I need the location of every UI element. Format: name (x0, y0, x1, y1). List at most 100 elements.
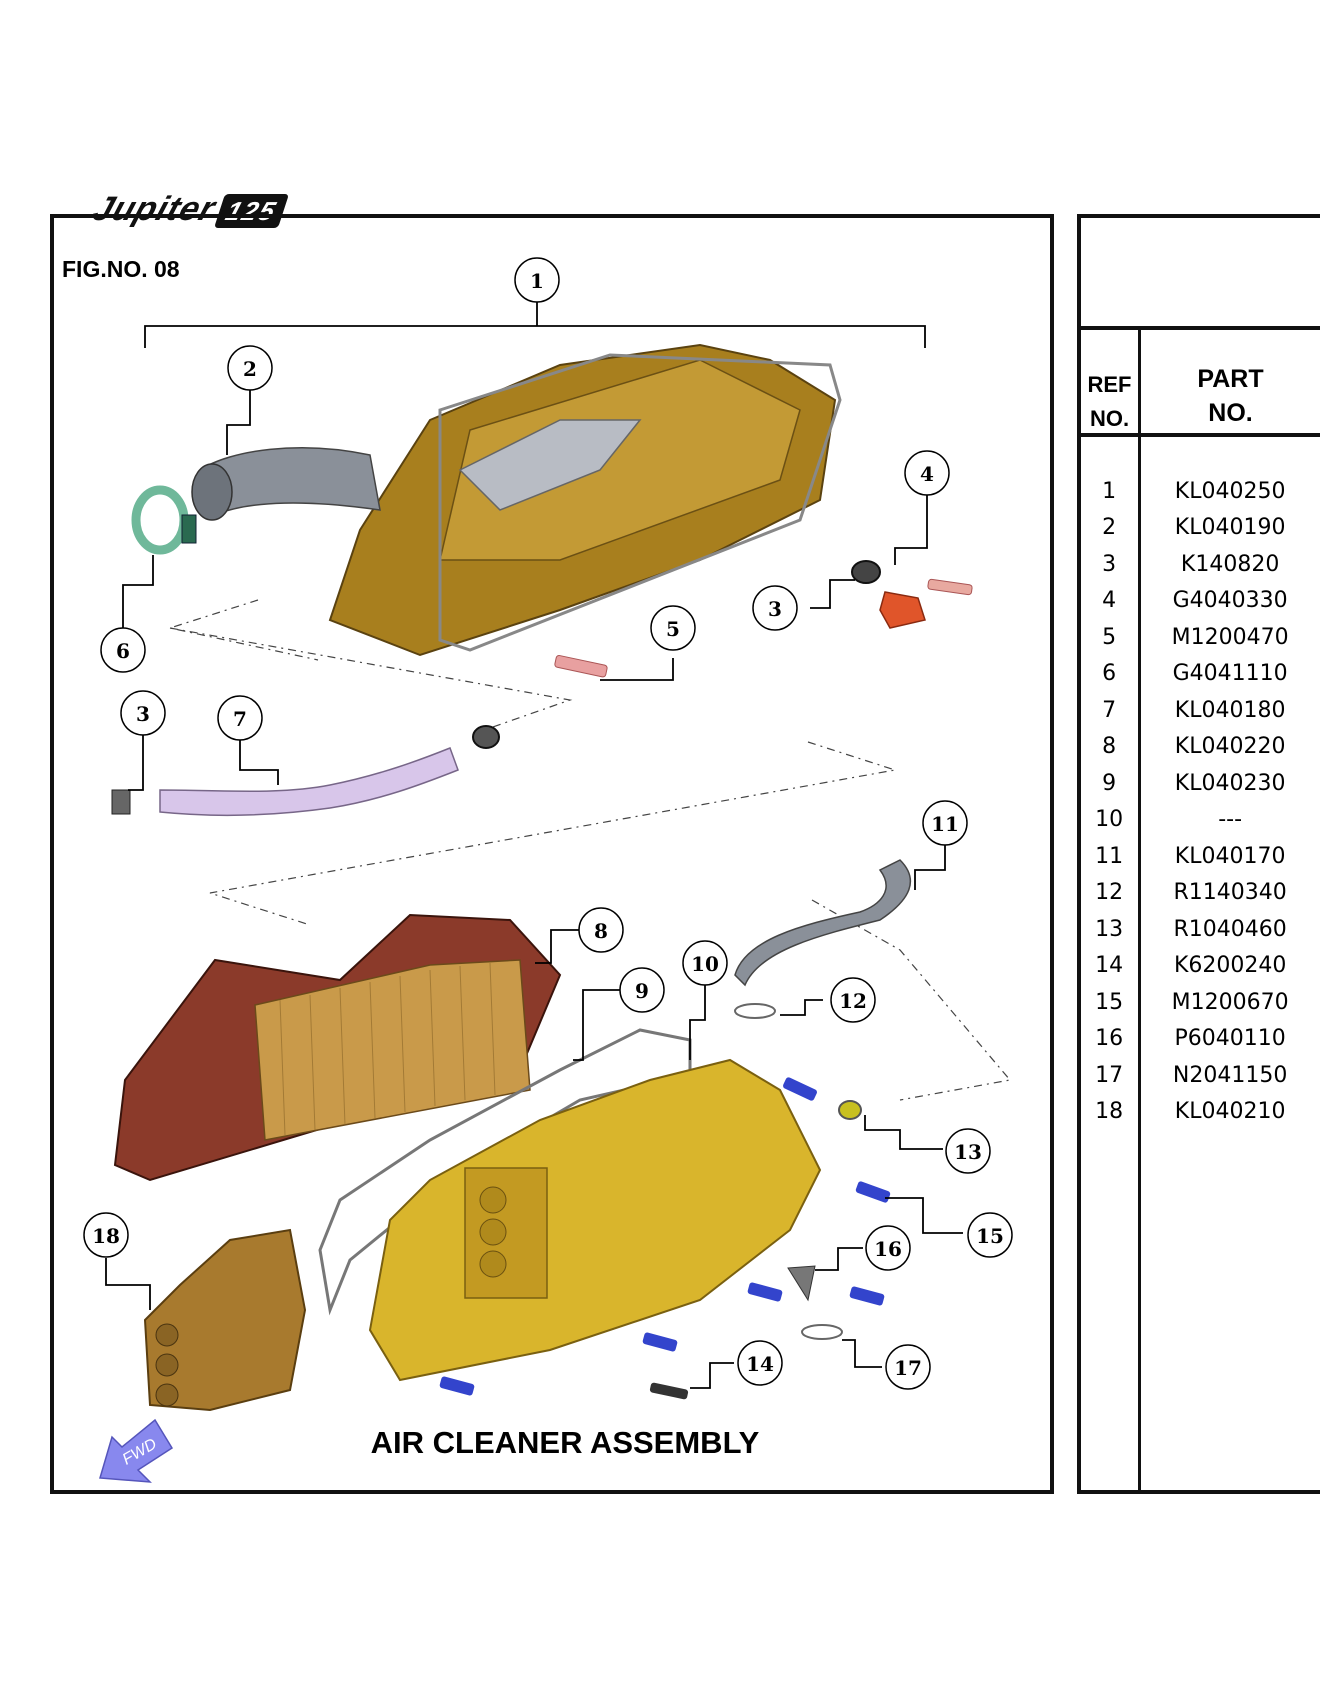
part-cell: KL040170 (1174, 843, 1286, 869)
ref-cell: 15 (1095, 989, 1124, 1015)
callout-1: 1 (514, 257, 560, 303)
svg-text:2: 2 (243, 357, 257, 381)
svg-text:8: 8 (594, 919, 608, 943)
ref-cell: 10 (1095, 807, 1124, 833)
part-cell: P6040110 (1174, 1026, 1286, 1052)
part-cell: M1200470 (1171, 624, 1289, 650)
drain-hose-11 (734, 859, 911, 987)
ref-cell: 12 (1095, 880, 1124, 906)
part-cell: R1140340 (1173, 880, 1287, 906)
part-cell: N2041150 (1172, 1062, 1288, 1088)
bolt-5 (554, 654, 608, 678)
clip-and-drain-plug (851, 560, 973, 629)
callout-9: 9 (619, 967, 665, 1013)
callout-7: 7 (217, 695, 263, 741)
svg-text:4: 4 (920, 462, 934, 486)
ref-cell: 13 (1095, 916, 1124, 942)
part-cell: KL040250 (1174, 478, 1286, 504)
callout-2: 2 (227, 345, 273, 391)
table-row: 10--- (1081, 802, 1320, 839)
callout-11: 11 (922, 800, 968, 846)
ref-cell: 14 (1095, 953, 1124, 979)
part-cell: R1040460 (1173, 916, 1287, 942)
table-row: 17 N2041150 (1081, 1057, 1320, 1094)
callout-3-upper: 3 (752, 585, 798, 631)
svg-text:14: 14 (746, 1352, 774, 1376)
table-row: 16 P6040110 (1081, 1021, 1320, 1058)
callout-13: 13 (945, 1128, 991, 1174)
svg-text:9: 9 (635, 979, 649, 1003)
part-cell: G4040330 (1172, 588, 1288, 614)
ref-cell: 7 (1102, 697, 1117, 723)
callout-18: 18 (83, 1212, 129, 1258)
svg-text:1: 1 (530, 269, 544, 293)
table-row: 7 KL040180 (1081, 692, 1320, 729)
callout-10: 10 (682, 940, 728, 986)
callout-17: 17 (885, 1344, 931, 1390)
ref-cell: 11 (1095, 843, 1124, 869)
figure-number: FIG.NO. 08 (62, 256, 180, 282)
callout-6: 6 (100, 627, 146, 673)
part-cell: M1200670 (1171, 989, 1289, 1015)
svg-text:12: 12 (839, 989, 867, 1013)
table-row: 12 R1140340 (1081, 875, 1320, 912)
part-cell: K6200240 (1173, 953, 1287, 979)
callout-14: 14 (737, 1340, 783, 1386)
part-header-line2: NO. (1208, 399, 1253, 427)
filter-element (113, 913, 562, 1182)
part-cell: KL040180 (1174, 697, 1286, 723)
ref-cell: 16 (1095, 1026, 1124, 1052)
svg-text:13: 13 (954, 1140, 982, 1164)
table-row: 14 K6200240 (1081, 948, 1320, 985)
part-no-header: PART NO. (1141, 362, 1320, 430)
ref-no-header: REF NO. (1081, 368, 1138, 436)
ref-header-line2: NO. (1089, 406, 1130, 431)
svg-text:10: 10 (691, 952, 719, 976)
part-cell: KL040210 (1174, 1099, 1286, 1125)
part-cell: KL040190 (1174, 515, 1286, 541)
ref-cell: 5 (1102, 624, 1117, 650)
svg-text:5: 5 (666, 617, 680, 641)
part-header-line1: PART (1197, 365, 1264, 393)
table-row: 18 KL040210 (1081, 1094, 1320, 1131)
svg-text:18: 18 (92, 1224, 120, 1248)
resonator-18 (143, 1228, 307, 1412)
callout-8: 8 (578, 907, 624, 953)
svg-text:3: 3 (136, 702, 150, 726)
assembly-caption: AIR CLEANER ASSEMBLY (370, 1425, 760, 1460)
assembly-lines (167, 599, 1012, 1101)
table-row: 11 KL040170 (1081, 838, 1320, 875)
ref-header-line1: REF (1087, 372, 1132, 397)
callout-15: 15 (967, 1212, 1013, 1258)
part-1-bracket (144, 300, 926, 348)
callout-3-lower: 3 (120, 690, 166, 736)
callout-16: 16 (865, 1225, 911, 1271)
fwd-arrow: FWD (99, 1418, 174, 1483)
parts-table (1077, 214, 1320, 1494)
leader-lines (105, 390, 963, 1389)
table-divider-header (1077, 433, 1320, 437)
ref-cell: 17 (1095, 1062, 1124, 1088)
ref-cell: 18 (1095, 1099, 1124, 1125)
part-cell: G4041110 (1172, 661, 1288, 687)
hose-clamp (131, 485, 197, 555)
table-row: 5 M1200470 (1081, 619, 1320, 656)
air-cleaner-cover (328, 343, 842, 657)
part-cell: K140820 (1180, 551, 1280, 577)
air-cleaner-case (368, 1058, 822, 1382)
svg-text:3: 3 (768, 597, 782, 621)
figure-panel (50, 214, 1054, 1494)
svg-text:15: 15 (976, 1224, 1004, 1248)
callout-12: 12 (830, 977, 876, 1023)
table-row: 13 R1040460 (1081, 911, 1320, 948)
exploded-diagram: FWD 1 2 3 4 5 6 3 7 8 9 10 11 12 13 14 1… (83, 257, 1013, 1483)
callout-4: 4 (904, 450, 950, 496)
